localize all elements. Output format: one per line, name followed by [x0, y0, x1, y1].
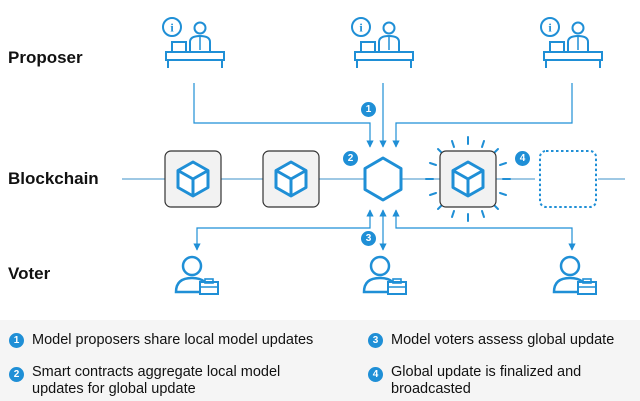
- step-badge-3: 3: [361, 231, 376, 246]
- legend-badge-3: 3: [368, 333, 383, 348]
- cube-icon: [176, 160, 210, 198]
- legend-text-2-line1: Smart contracts aggregate local model: [32, 364, 281, 380]
- legend-text-4-line1: Global update is finalized and: [391, 364, 582, 380]
- legend-badge-2: 2: [9, 367, 24, 382]
- block-1: [164, 150, 222, 208]
- row-label-blockchain: Blockchain: [8, 169, 99, 188]
- proposer-left-arrow: [193, 83, 374, 148]
- step-badge-2: 2: [343, 151, 358, 166]
- voter-center-icon: [362, 255, 408, 296]
- row-label-proposer: Proposer: [8, 48, 83, 67]
- step-badge-4: 4: [515, 151, 530, 166]
- hexagon-icon: [363, 156, 403, 202]
- voter-right-arrow: [392, 209, 576, 251]
- row-label-voter: Voter: [8, 264, 51, 283]
- legend-panel: [0, 320, 640, 401]
- cube-icon: [451, 160, 485, 198]
- voter-left-arrow: [193, 209, 374, 251]
- legend-text-3: Model voters assess global update: [391, 332, 615, 348]
- legend-text-4-line2: broadcasted: [391, 381, 471, 397]
- proposer-left-icon: [162, 17, 225, 69]
- legend-badge-4: 4: [368, 367, 383, 382]
- legend-badge-1: 1: [9, 333, 24, 348]
- pending-block: [539, 150, 597, 208]
- legend-text-2-line2: updates for global update: [32, 381, 196, 397]
- proposer-center-icon: [351, 17, 414, 69]
- voter-left-icon: [174, 255, 220, 296]
- cube-icon: [274, 160, 308, 198]
- voter-right-icon: [552, 255, 598, 296]
- proposer-right-arrow: [392, 83, 573, 148]
- finalized-block: [425, 136, 511, 222]
- legend-text-1: Model proposers share local model update…: [32, 332, 314, 348]
- proposer-right-icon: [540, 17, 603, 69]
- step-badge-1: 1: [361, 102, 376, 117]
- block-2: [262, 150, 320, 208]
